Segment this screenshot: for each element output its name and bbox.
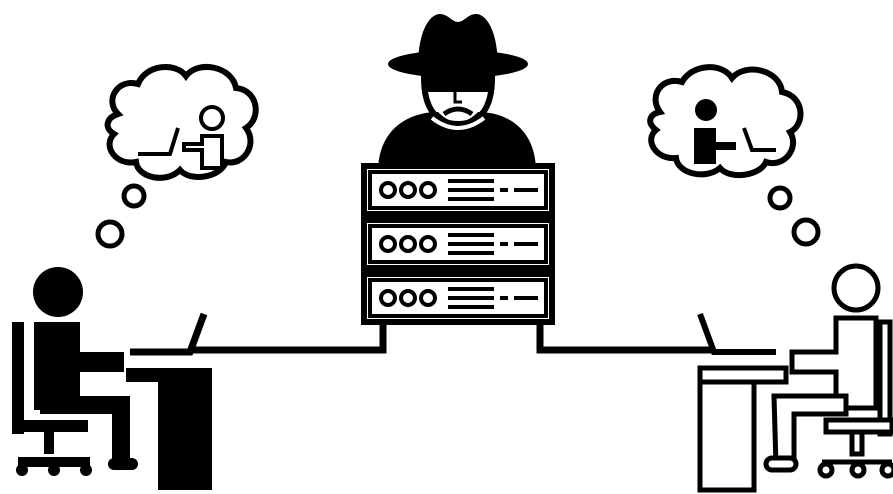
server-unit [364, 220, 552, 268]
left-thought-bubble-icon [98, 67, 256, 246]
right-thought-bubble-icon [650, 67, 818, 244]
left-user-icon [12, 267, 212, 490]
server-unit [364, 274, 552, 322]
network-cable-left [190, 325, 383, 350]
right-user-icon [700, 266, 893, 490]
server-unit [364, 166, 552, 214]
spy-icon [378, 14, 536, 172]
laptop-icon [700, 314, 776, 352]
network-cable-right [540, 325, 712, 350]
server-rack-icon [364, 166, 552, 322]
